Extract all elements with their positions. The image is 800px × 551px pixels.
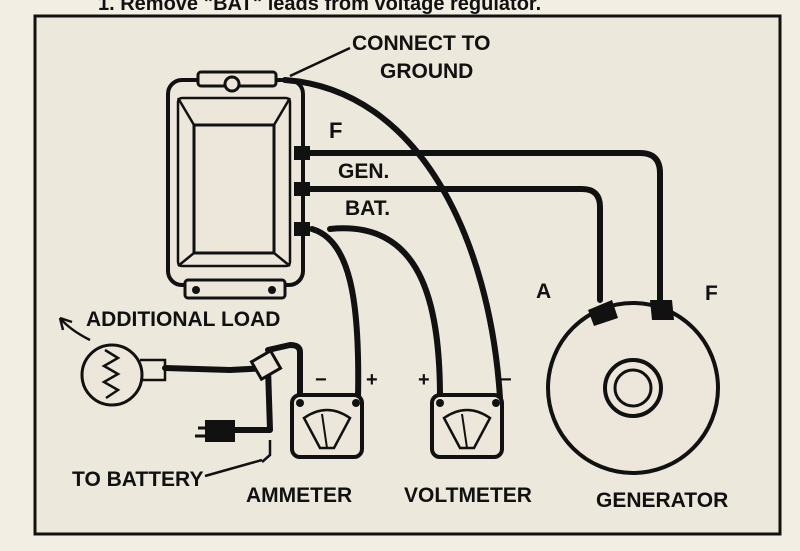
terminal-gen-post	[294, 182, 310, 196]
generator	[546, 300, 720, 475]
voltmeter-plus-label: +	[418, 369, 430, 391]
ammeter-label: AMMETER	[246, 484, 352, 507]
ammeter	[290, 393, 364, 459]
ammeter-minus-label: −	[315, 369, 327, 391]
additional-load-lamp	[58, 316, 167, 407]
gen-wire	[307, 186, 603, 303]
additional-load-label: ADDITIONAL LOAD	[86, 308, 280, 331]
battery-clamp-icon	[195, 420, 272, 463]
ammeter-neg-wire	[265, 342, 303, 401]
connect-to-ground-label-line2: GROUND	[380, 60, 473, 83]
battery-lead-wire	[232, 365, 273, 433]
terminal-gen-label: GEN.	[338, 160, 389, 183]
terminal-bat-label: BAT.	[345, 197, 390, 220]
voltmeter-label: VOLTMETER	[404, 484, 532, 507]
voltmeter-minus-label: −	[500, 369, 512, 391]
generator-a-label: A	[536, 280, 551, 303]
to-battery-pointer-line	[204, 458, 263, 478]
junction-clip	[249, 348, 283, 382]
field-wire	[307, 150, 663, 303]
to-battery-label: TO BATTERY	[72, 468, 203, 491]
bat-to-ammeter-wire	[309, 226, 362, 401]
generator-a-terminal	[588, 300, 618, 326]
voltmeter	[430, 393, 504, 459]
connect-to-ground-label-line1: CONNECT TO	[352, 32, 490, 55]
header-text: 1. Remove "BAT" leads from voltage regul…	[98, 0, 541, 15]
voltage-regulator	[166, 70, 310, 300]
generator-f-terminal	[650, 300, 674, 320]
generator-f-label: F	[705, 282, 718, 305]
generator-label: GENERATOR	[596, 489, 728, 512]
ground-pointer-line	[289, 46, 351, 78]
ground-wire	[282, 77, 503, 401]
terminal-f-post	[294, 146, 310, 160]
terminal-f-label: F	[329, 118, 342, 143]
terminal-bat-post	[294, 222, 310, 236]
bat-to-voltmeter-wire	[327, 225, 443, 401]
load-lead-wire	[162, 365, 271, 373]
ammeter-plus-label: +	[366, 369, 378, 391]
ground-screw-icon	[223, 75, 241, 93]
